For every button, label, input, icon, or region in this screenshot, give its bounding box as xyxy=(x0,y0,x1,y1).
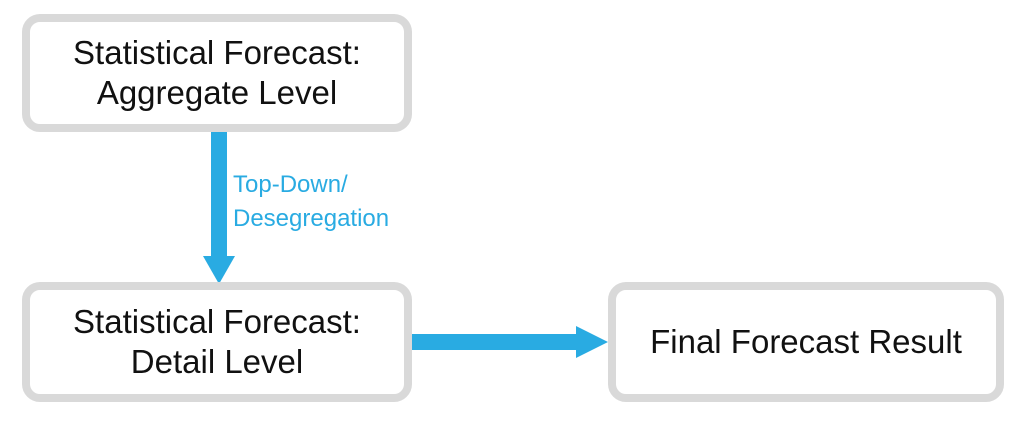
node-aggregate-line2: Aggregate Level xyxy=(96,74,338,111)
node-aggregate-level: Statistical Forecast: Aggregate Level xyxy=(22,14,412,132)
node-final-label: Final Forecast Result xyxy=(650,323,962,360)
arrow-detail-to-final xyxy=(412,326,608,358)
node-aggregate-line1: Statistical Forecast: xyxy=(73,34,361,71)
node-detail-line1: Statistical Forecast: xyxy=(73,303,361,340)
node-final-result: Final Forecast Result xyxy=(608,282,1004,402)
node-detail-line2: Detail Level xyxy=(130,343,304,380)
arrow-aggregate-to-detail xyxy=(203,132,235,284)
edge-label-line1: Top-Down/ xyxy=(233,171,348,198)
edge-label-line2: Desegregation xyxy=(233,205,390,232)
edge-label-top-down: Top-Down/ Desegregation xyxy=(233,168,389,236)
node-detail-level: Statistical Forecast: Detail Level xyxy=(22,282,412,402)
